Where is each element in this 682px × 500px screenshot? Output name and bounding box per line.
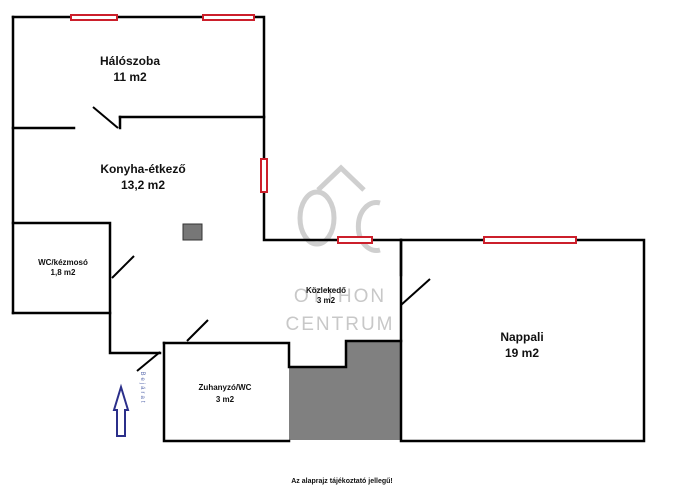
- room-kitchen-area: 13,2 m2: [121, 178, 165, 192]
- watermark-roof-icon: [316, 164, 366, 192]
- room-wc-name: WC/kézmosó: [38, 258, 88, 267]
- window-living: [483, 236, 577, 244]
- room-bedroom-area: 11 m2: [113, 70, 147, 84]
- room-corridor-area: 3 m2: [317, 296, 336, 305]
- watermark-c-icon: [355, 200, 381, 253]
- room-wc-area: 1,8 m2: [51, 268, 76, 277]
- room-corridor-name: Közlekedő: [306, 286, 346, 295]
- windows: [70, 14, 577, 244]
- window-bedroom-2: [202, 14, 255, 21]
- entrance-arrow-icon: [112, 383, 130, 437]
- window-kitchen: [260, 158, 268, 193]
- entrance-label: Bejárat: [139, 371, 145, 404]
- room-shower-area: 3 m2: [216, 395, 235, 404]
- watermark-o-icon: [297, 189, 337, 247]
- footnote: Az alaprajz tájékoztató jellegű!: [291, 478, 393, 485]
- room-kitchen-name: Konyha-étkező: [100, 162, 185, 176]
- watermark-line2: CENTRUM: [286, 314, 395, 335]
- room-shower-name: Zuhanyzó/WC: [199, 383, 252, 392]
- window-bedroom-1: [70, 14, 118, 21]
- watermark-logo: OTTHON CENTRUM: [286, 164, 395, 335]
- window-corridor: [337, 236, 373, 244]
- watermark-line1: OTTHON: [294, 286, 386, 307]
- chimney-block: [182, 223, 203, 241]
- shaft-area: [289, 341, 401, 440]
- room-bedroom-name: Hálószoba: [100, 54, 160, 68]
- room-living-area: 19 m2: [505, 346, 539, 360]
- room-living-name: Nappali: [500, 330, 543, 344]
- doors: [92, 106, 431, 372]
